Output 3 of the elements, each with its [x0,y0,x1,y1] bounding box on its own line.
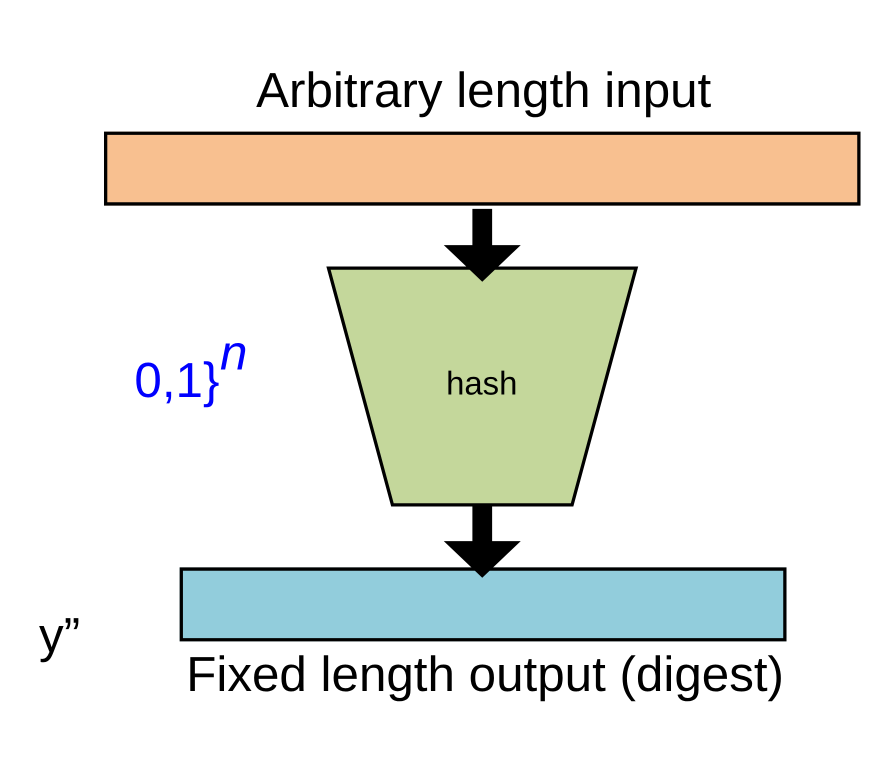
label: y” [39,608,80,663]
node-label: Arbitrary length input [256,62,712,118]
node-label: Fixed length output (digest) [186,646,784,702]
